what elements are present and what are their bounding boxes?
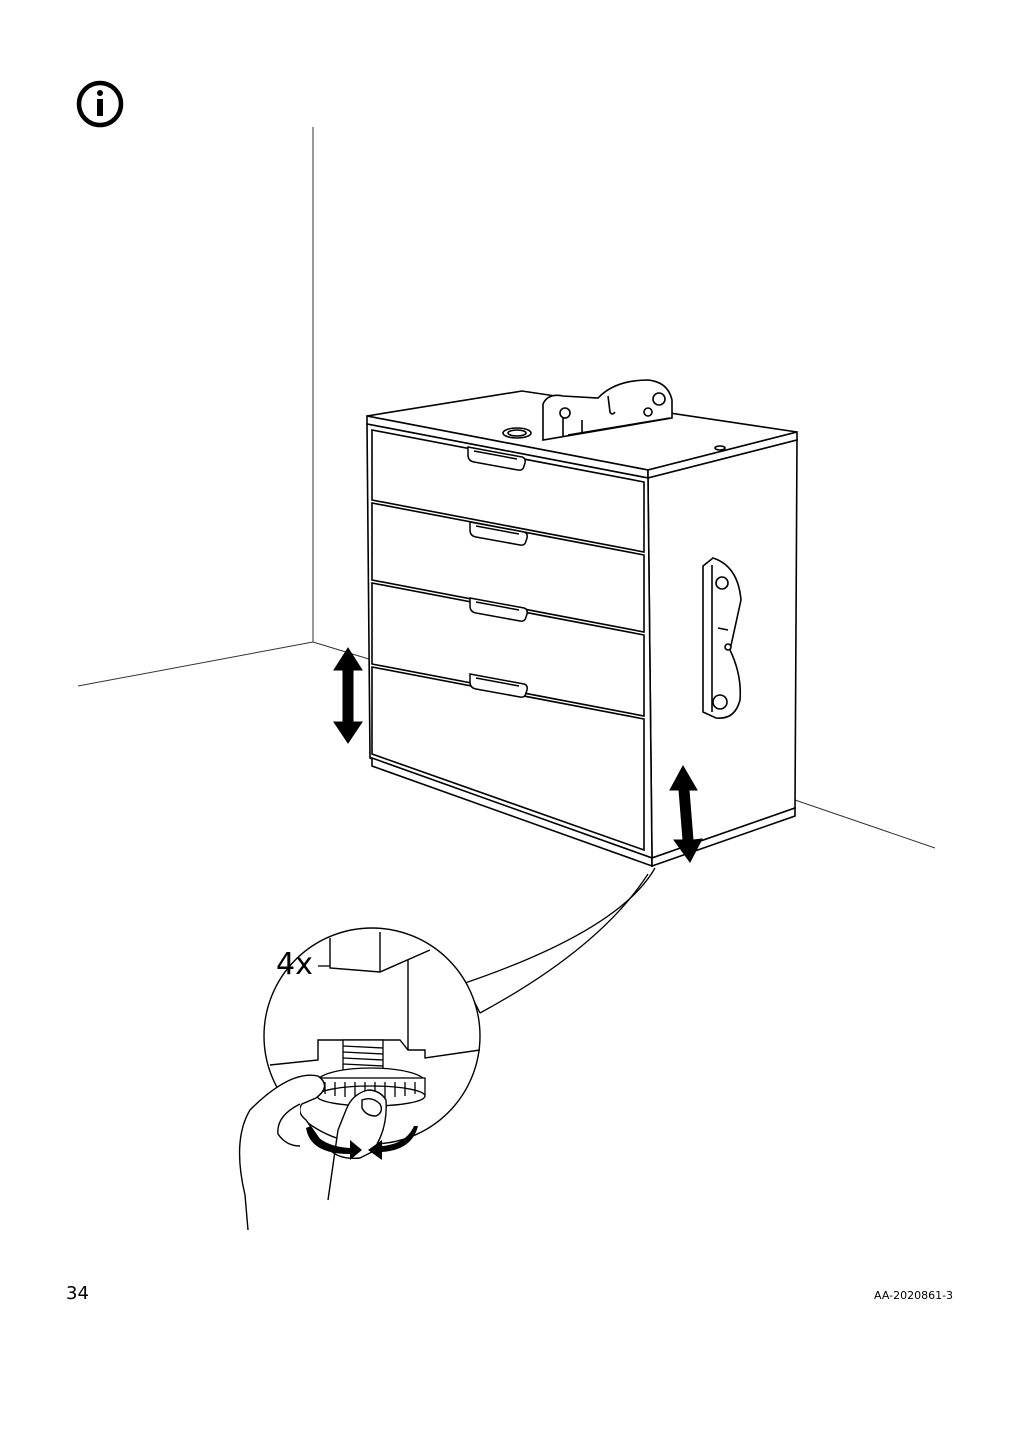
drawer-1 — [371, 429, 645, 553]
document-code: AA-2020861-3 — [874, 1289, 954, 1302]
drawer-3 — [371, 582, 645, 717]
rotate-arrows-icon — [306, 1126, 418, 1160]
detail-leader — [464, 867, 656, 1014]
spirit-level-side — [702, 557, 742, 719]
drawer-2 — [371, 502, 645, 633]
quantity-label: 4x — [276, 947, 313, 982]
drawer-4 — [371, 666, 645, 852]
room-lines — [77, 127, 936, 849]
page-number: 34 — [66, 1283, 89, 1304]
detail-bubble — [238, 927, 481, 1231]
spirit-level-icon — [542, 379, 673, 441]
info-icon — [76, 80, 124, 128]
